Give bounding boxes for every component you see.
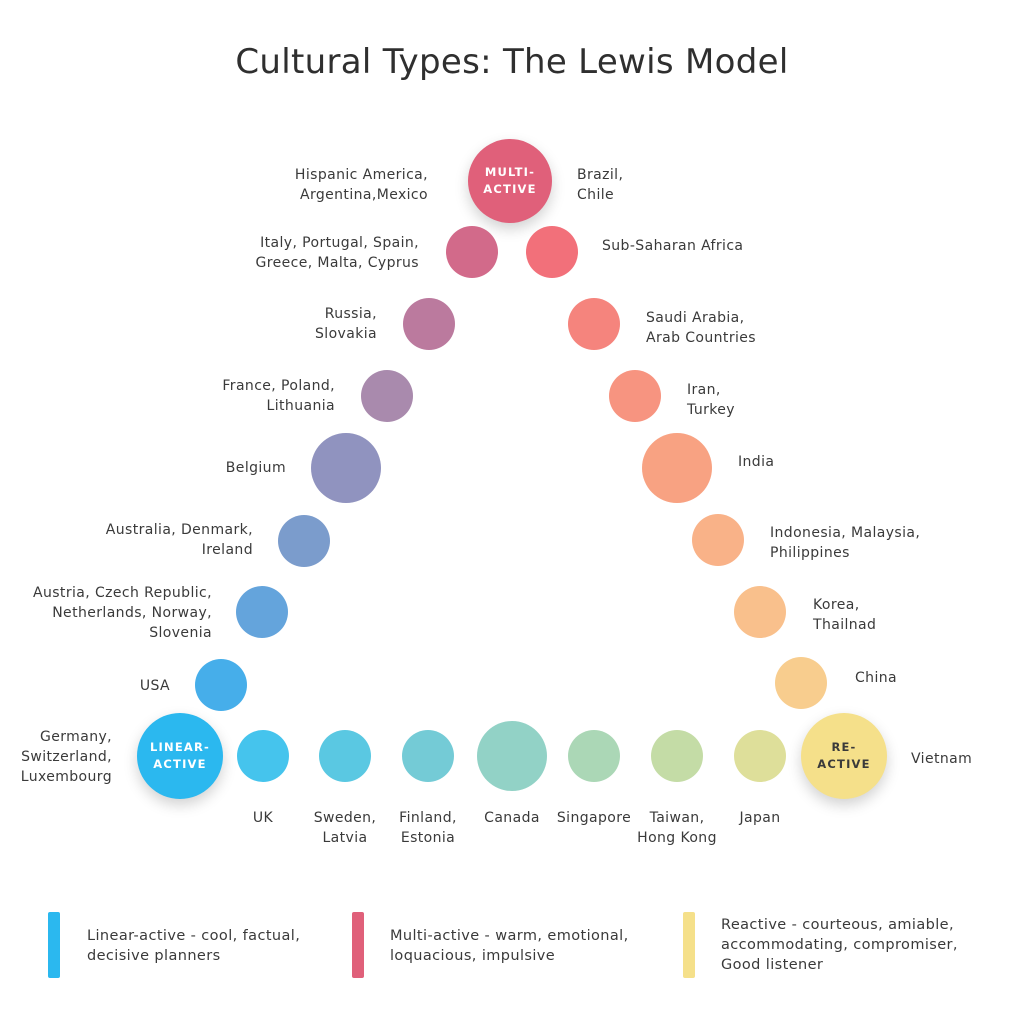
country-label-taiwan: Taiwan, Hong Kong <box>637 810 717 846</box>
country-circle <box>775 657 827 709</box>
country-circle <box>361 370 413 422</box>
reactive-label: RE- ACTIVE <box>817 740 871 771</box>
country-label-hispanic-america: Hispanic America, Argentina,Mexico <box>294 167 428 203</box>
country-circle <box>568 298 620 350</box>
country-label-finland: Finland, Estonia <box>399 810 457 846</box>
country-circle <box>651 730 703 782</box>
country-label-uk: UK <box>252 810 274 826</box>
country-circle <box>642 433 712 503</box>
country-circle <box>319 730 371 782</box>
linear-active-label: LINEAR- ACTIVE <box>149 740 210 771</box>
country-label-japan: Japan <box>739 810 781 826</box>
country-label-germany: Germany, Switzerland, Luxembourg <box>20 729 112 785</box>
country-label-italy: Italy, Portugal, Spain, Greece, Malta, C… <box>255 235 419 271</box>
country-label-vietnam: Vietnam <box>911 751 973 767</box>
country-label-korea: Korea, Thailnad <box>813 597 877 633</box>
country-label-sub-saharan-africa: Sub-Saharan Africa <box>602 238 744 254</box>
country-label-singapore: Singapore <box>556 810 632 826</box>
multi-active-circle: MULTI- ACTIVE <box>468 139 552 223</box>
country-circle <box>692 514 744 566</box>
country-circle <box>402 730 454 782</box>
country-circle <box>609 370 661 422</box>
multi-active-label: MULTI- ACTIVE <box>483 165 537 196</box>
country-circle <box>568 730 620 782</box>
diagram-title: Cultural Types: The Lewis Model <box>235 42 789 82</box>
legend-bar-multi <box>352 912 364 978</box>
legend-text-reactive: Reactive - courteous, amiable, accommoda… <box>721 917 958 973</box>
country-label-australia: Australia, Denmark, Ireland <box>105 522 253 558</box>
country-circle <box>237 730 289 782</box>
country-label-usa: USA <box>139 678 170 694</box>
country-label-saudi-arabia: Saudi Arabia, Arab Countries <box>646 310 756 346</box>
legend-text-linear: Linear-active - cool, factual, decisive … <box>87 928 301 964</box>
legend-text-multi: Multi-active - warm, emotional, loquacio… <box>390 928 629 964</box>
country-label-iran: Iran, Turkey <box>687 382 735 418</box>
country-label-sweden: Sweden, Latvia <box>313 810 377 846</box>
reactive-circle: RE- ACTIVE <box>801 713 887 799</box>
country-label-russia: Russia, Slovakia <box>315 306 377 342</box>
country-label-belgium: Belgium <box>225 460 286 476</box>
country-circle <box>734 730 786 782</box>
country-label-austria: Austria, Czech Republic, Netherlands, No… <box>32 585 212 641</box>
legend-bar-linear <box>48 912 60 978</box>
country-label-india: India <box>738 454 775 470</box>
country-circle <box>278 515 330 567</box>
country-circle <box>526 226 578 278</box>
linear-active-circle: LINEAR- ACTIVE <box>137 713 223 799</box>
country-circle <box>446 226 498 278</box>
legend-bar-reactive <box>683 912 695 978</box>
country-label-indonesia: Indonesia, Malaysia, Philippines <box>770 525 921 561</box>
country-circle <box>311 433 381 503</box>
country-label-brazil: Brazil, Chile <box>577 167 624 203</box>
country-circle <box>477 721 547 791</box>
country-label-france: France, Poland, Lithuania <box>222 378 335 414</box>
country-circle <box>734 586 786 638</box>
country-circle <box>195 659 247 711</box>
country-circle <box>236 586 288 638</box>
country-circle <box>403 298 455 350</box>
country-label-canada: Canada <box>484 810 540 826</box>
country-label-china: China <box>855 670 897 686</box>
